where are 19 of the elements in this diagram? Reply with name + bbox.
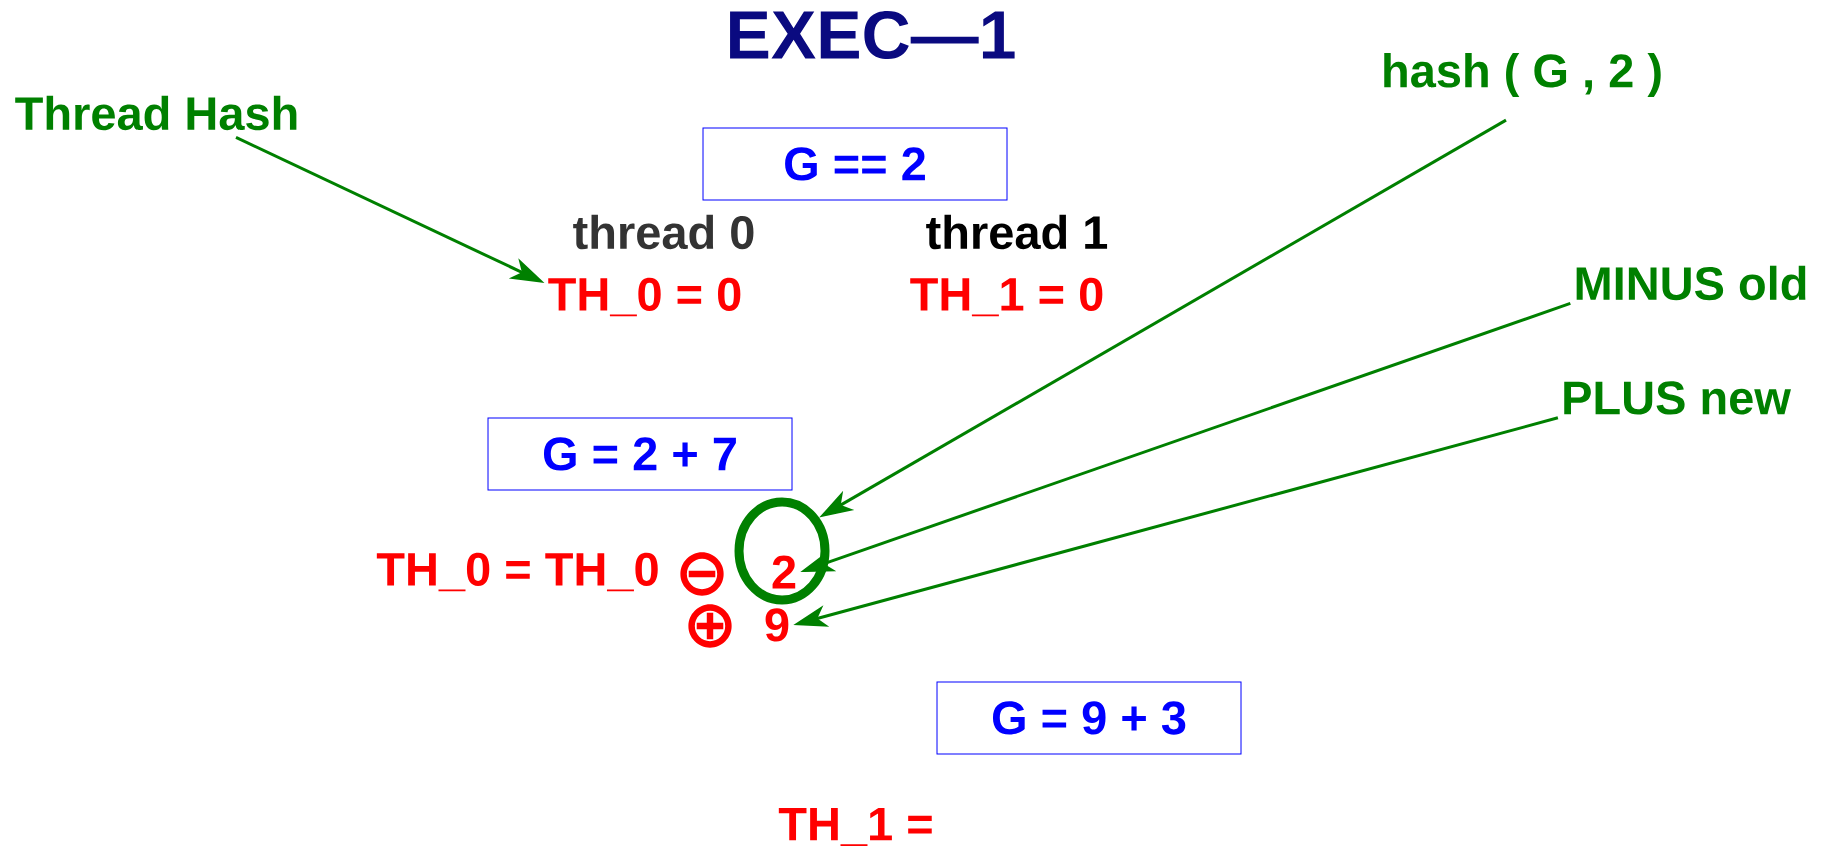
text-label: TH_1 = xyxy=(778,807,932,846)
text-label: 9 xyxy=(765,608,789,642)
text-label: MINUS old xyxy=(1576,265,1806,301)
text-label: thread 0 xyxy=(573,214,754,250)
expression-box: G = 9 + 3 xyxy=(936,681,1242,755)
expression-box: G = 2 + 7 xyxy=(487,417,793,491)
text-label: hash ( G , 2 ) xyxy=(1384,53,1661,97)
expression-box: G == 2 xyxy=(702,127,1008,201)
text-label: TH_0 = TH_0 xyxy=(376,552,658,592)
operator-symbol: ⊖ xyxy=(680,552,724,596)
text-label: TH_0 = 0 xyxy=(548,277,741,317)
title: EXEC—1 xyxy=(730,10,1015,60)
text-label: TH_1 = 0 xyxy=(910,277,1103,317)
text-label: 2 xyxy=(772,555,796,589)
highlight-ellipse xyxy=(734,497,830,605)
text-label: PLUS new xyxy=(1564,381,1791,415)
operator-symbol: ⊕ xyxy=(688,604,732,648)
text-label: Thread Hash xyxy=(15,95,297,131)
text-label: thread 1 xyxy=(926,214,1108,250)
